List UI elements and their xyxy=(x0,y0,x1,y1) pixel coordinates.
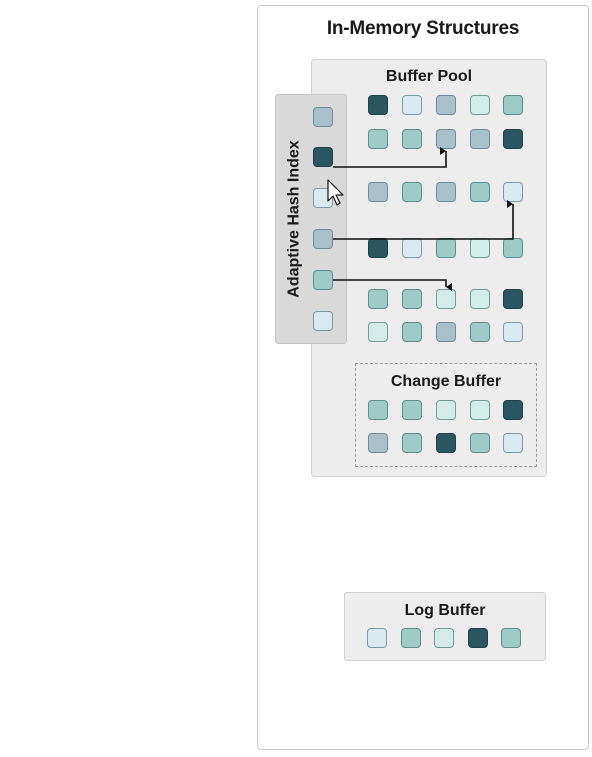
buffer-pool-page xyxy=(503,322,523,342)
hash-index-entry xyxy=(313,147,333,167)
buffer-pool-page xyxy=(470,95,490,115)
buffer-pool-page xyxy=(368,95,388,115)
change-buffer-entry xyxy=(436,433,456,453)
buffer-pool-page xyxy=(436,95,456,115)
buffer-pool-page xyxy=(503,95,523,115)
buffer-pool-page xyxy=(368,322,388,342)
buffer-pool-page xyxy=(368,129,388,149)
hash-index-entry xyxy=(313,270,333,290)
change-buffer-entry xyxy=(503,433,523,453)
buffer-pool-page xyxy=(470,129,490,149)
buffer-pool-page xyxy=(503,289,523,309)
log-buffer-entry xyxy=(468,628,488,648)
buffer-pool-page xyxy=(470,238,490,258)
change-buffer-entry xyxy=(402,433,422,453)
change-buffer-label: Change Buffer xyxy=(390,373,502,390)
change-buffer-entry xyxy=(503,400,523,420)
adaptive-hash-index-panel: Adaptive Hash Index xyxy=(275,94,347,344)
buffer-pool-page xyxy=(402,289,422,309)
change-buffer-entry xyxy=(368,433,388,453)
hash-index-entry xyxy=(313,229,333,249)
buffer-pool-page xyxy=(402,182,422,202)
buffer-pool-page xyxy=(503,182,523,202)
buffer-pool-label: Buffer Pool xyxy=(385,68,473,85)
buffer-pool-page xyxy=(436,238,456,258)
buffer-pool-page xyxy=(470,182,490,202)
log-buffer-entry xyxy=(401,628,421,648)
diagram-title: In-Memory Structures xyxy=(326,18,520,39)
hash-index-entry xyxy=(313,188,333,208)
hash-index-entry xyxy=(313,311,333,331)
change-buffer-entry xyxy=(470,433,490,453)
buffer-pool-page xyxy=(503,129,523,149)
log-buffer-entry xyxy=(501,628,521,648)
log-buffer-label: Log Buffer xyxy=(404,602,486,619)
buffer-pool-page xyxy=(436,289,456,309)
log-buffer-panel: Log Buffer xyxy=(344,592,546,661)
buffer-pool-page xyxy=(503,238,523,258)
buffer-pool-page xyxy=(436,182,456,202)
log-buffer-entry xyxy=(434,628,454,648)
log-buffer-entry xyxy=(367,628,387,648)
buffer-pool-page xyxy=(402,238,422,258)
buffer-pool-page xyxy=(402,95,422,115)
buffer-pool-page xyxy=(436,129,456,149)
buffer-pool-page xyxy=(368,289,388,309)
change-buffer-entry xyxy=(470,400,490,420)
adaptive-hash-index-label: Adaptive Hash Index xyxy=(286,140,303,298)
buffer-pool-page xyxy=(470,322,490,342)
change-buffer-entry xyxy=(402,400,422,420)
buffer-pool-page xyxy=(436,322,456,342)
hash-index-entry xyxy=(313,107,333,127)
buffer-pool-page xyxy=(470,289,490,309)
change-buffer-entry xyxy=(368,400,388,420)
buffer-pool-page xyxy=(402,322,422,342)
buffer-pool-page xyxy=(368,182,388,202)
buffer-pool-page xyxy=(402,129,422,149)
change-buffer-entry xyxy=(436,400,456,420)
buffer-pool-page xyxy=(368,238,388,258)
